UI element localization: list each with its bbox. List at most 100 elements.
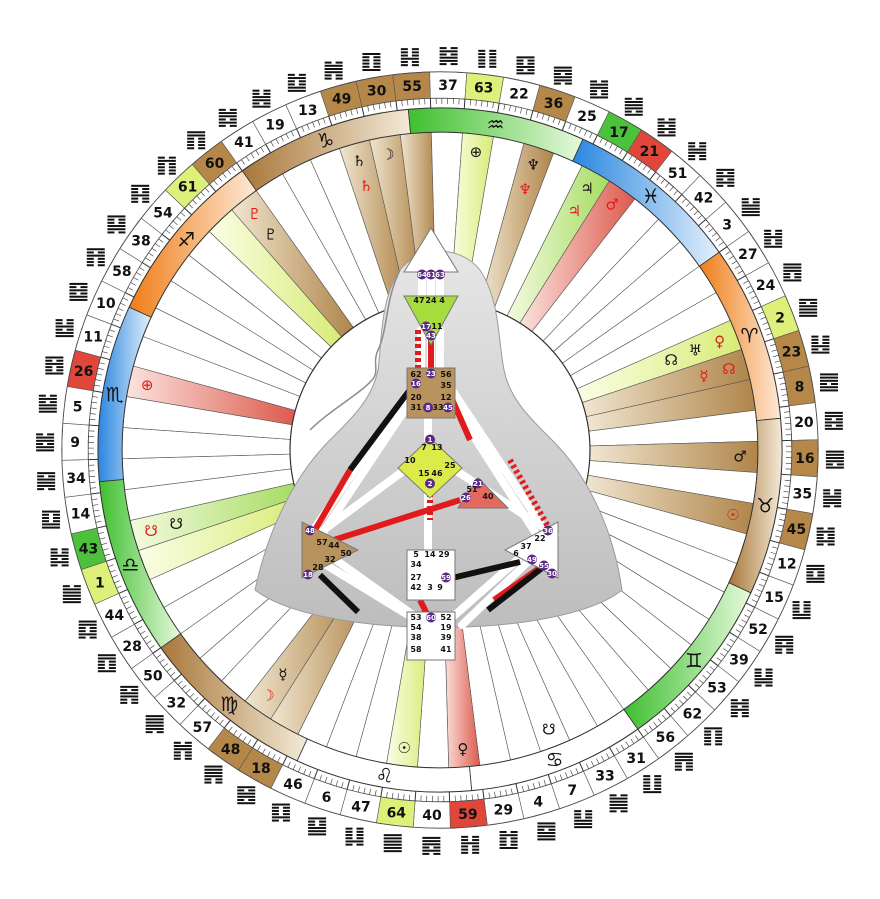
gate-number: 48	[221, 742, 240, 758]
activated-gate-dot	[539, 560, 549, 571]
degree-tick	[784, 479, 791, 481]
degree-tick	[91, 401, 98, 404]
degree-tick	[324, 776, 328, 783]
degree-tick	[525, 108, 528, 115]
bodygraph-gate-label: 28	[312, 563, 324, 572]
degree-tick	[477, 793, 479, 800]
activated-gate-dot	[441, 572, 451, 583]
hexagram-icon	[516, 56, 535, 75]
bodygraph-gate-label: 24	[425, 296, 437, 305]
degree-tick	[657, 718, 663, 724]
gate-number: 17	[609, 125, 628, 141]
bodygraph-gate-label: 12	[440, 393, 451, 402]
degree-tick	[764, 338, 775, 343]
hexagram-icon	[624, 97, 643, 116]
degree-tick	[189, 693, 195, 698]
degree-tick	[99, 537, 106, 540]
degree-tick	[330, 778, 333, 785]
degree-tick	[104, 553, 111, 557]
hexagram-icon	[825, 450, 844, 469]
degree-tick	[716, 657, 722, 662]
spleen-center	[301, 521, 360, 579]
zodiac-ring: ♑♒♓♈♉♊♋♌♍♎♏♐	[97, 107, 783, 793]
degree-tick	[100, 356, 111, 361]
degree-tick	[357, 786, 360, 793]
gate-number: 15	[764, 590, 783, 606]
degree-tick	[620, 744, 625, 751]
gate-number: 26	[74, 364, 93, 380]
degree-tick	[726, 643, 732, 648]
degree-tick	[751, 295, 757, 299]
degree-tick	[573, 125, 577, 132]
degree-tick	[494, 791, 496, 798]
degree-tick	[606, 753, 610, 759]
hexagram-icon	[688, 142, 707, 161]
gate-number: 64	[387, 805, 407, 821]
degree-tick	[204, 187, 210, 193]
gate-number: 56	[656, 730, 675, 746]
activated-gate-dot	[426, 368, 436, 379]
gate-number: 29	[494, 802, 513, 818]
degree-tick	[773, 354, 780, 358]
degree-tick	[784, 485, 791, 487]
zodiac-segment	[128, 170, 257, 318]
planet-glyph: ⊕	[141, 376, 154, 394]
hexagram-icon	[107, 215, 126, 234]
hexagram-icon	[362, 53, 381, 72]
degree-tick	[769, 343, 776, 347]
degree-tick	[552, 117, 556, 124]
degree-tick	[270, 141, 274, 147]
degree-tick	[743, 280, 749, 284]
degree-tick	[98, 531, 104, 534]
bodygraph-gate-label: 17	[421, 323, 431, 331]
degree-tick	[177, 680, 183, 686]
activated-gate-dot	[305, 525, 315, 536]
hexagram-icon	[704, 727, 723, 746]
degree-tick	[729, 638, 735, 643]
degree-tick	[492, 102, 494, 109]
degree-tick	[685, 202, 691, 207]
bodygraph-gate-label: 32	[324, 555, 335, 564]
planet-glyph: ☋	[542, 721, 555, 739]
hexagram-icon	[643, 775, 662, 794]
degree-tick	[736, 275, 747, 282]
degree-tick	[267, 751, 271, 757]
bodygraph-gate-label: 16	[411, 380, 421, 388]
zodiac-sign-glyph: ♓	[642, 184, 660, 208]
planet-glyph: ♂	[605, 195, 618, 213]
activated-gate-dot	[425, 434, 435, 445]
hexagram-icon	[204, 765, 223, 784]
degree-tick	[609, 143, 613, 149]
hexagram-icon	[730, 699, 749, 718]
gate-number: 42	[694, 191, 713, 207]
degree-tick	[107, 564, 114, 568]
bodygraph-gate-label: 2	[428, 480, 433, 488]
gate-number: 60	[205, 156, 225, 172]
degree-tick	[515, 783, 519, 794]
bodygraph-gate-label: 41	[440, 645, 452, 654]
degree-tick	[328, 115, 333, 126]
degree-tick	[260, 146, 264, 153]
degree-ticks	[88, 98, 792, 802]
degree-tick	[758, 583, 765, 587]
degree-tick	[138, 267, 145, 271]
bodygraph-gate-label: 31	[410, 403, 422, 412]
degree-tick	[173, 673, 182, 682]
degree-tick	[578, 762, 584, 772]
degree-tick	[568, 123, 572, 130]
degree-tick	[344, 110, 348, 117]
degree-tick	[231, 165, 236, 172]
activated-gate-dot	[473, 478, 483, 489]
degree-tick	[356, 108, 359, 114]
degree-tick	[214, 716, 220, 722]
gate-number: 27	[738, 247, 757, 263]
degree-tick	[391, 792, 394, 799]
bodygraph-gate-label: 40	[482, 492, 494, 501]
degree-tick	[350, 109, 353, 116]
degree-tick	[384, 102, 386, 109]
degree-tick	[97, 367, 104, 370]
degree-tick	[718, 241, 725, 246]
degree-tick	[94, 515, 101, 518]
degree-tick	[120, 595, 127, 600]
